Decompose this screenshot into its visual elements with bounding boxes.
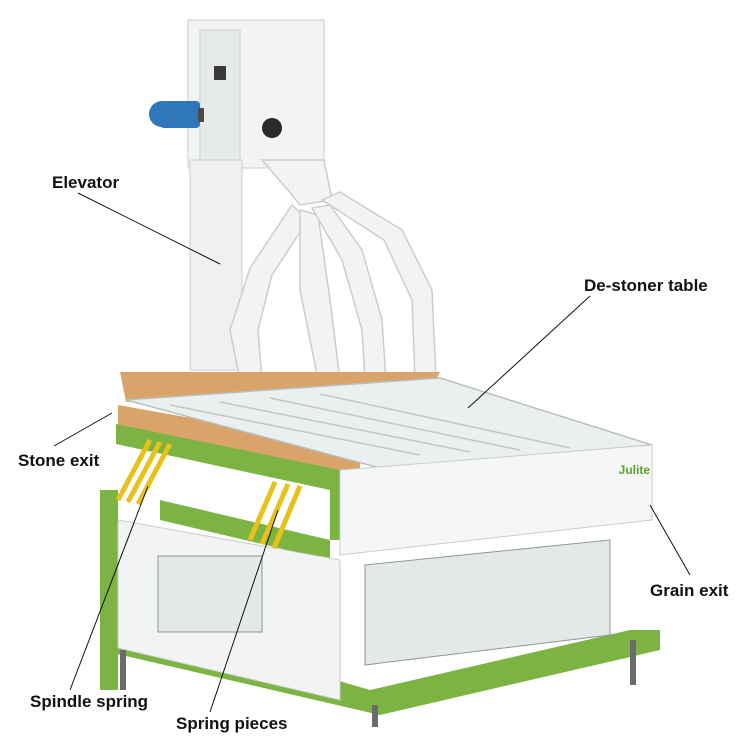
- leader-destoner-table: [467, 295, 591, 409]
- leader-elevator: [77, 192, 221, 265]
- leader-spindle-spring: [69, 485, 149, 691]
- spring-pieces: [247, 481, 303, 549]
- leader-lines: [53, 192, 691, 713]
- feed-chutes: [229, 159, 437, 381]
- elevator: [187, 19, 325, 371]
- spindle-springs: [115, 438, 173, 506]
- label-stone-exit: Stone exit: [18, 451, 100, 470]
- cabinet: Julite: [117, 444, 653, 701]
- brand-logo: Julite: [619, 463, 651, 477]
- label-grain-exit: Grain exit: [650, 581, 729, 600]
- inspection-port: [262, 118, 282, 138]
- deck-riffles: [169, 393, 571, 456]
- label-destoner-table: De-stoner table: [584, 276, 708, 295]
- leader-grain-exit: [649, 504, 691, 576]
- label-elevator: Elevator: [52, 173, 120, 192]
- leader-stone-exit: [53, 412, 113, 447]
- label-spindle-spring: Spindle spring: [30, 692, 149, 711]
- leader-spring-pieces: [209, 509, 279, 713]
- legs: [120, 640, 636, 727]
- label-spring-pieces: Spring pieces: [176, 714, 288, 733]
- motor: [149, 101, 204, 128]
